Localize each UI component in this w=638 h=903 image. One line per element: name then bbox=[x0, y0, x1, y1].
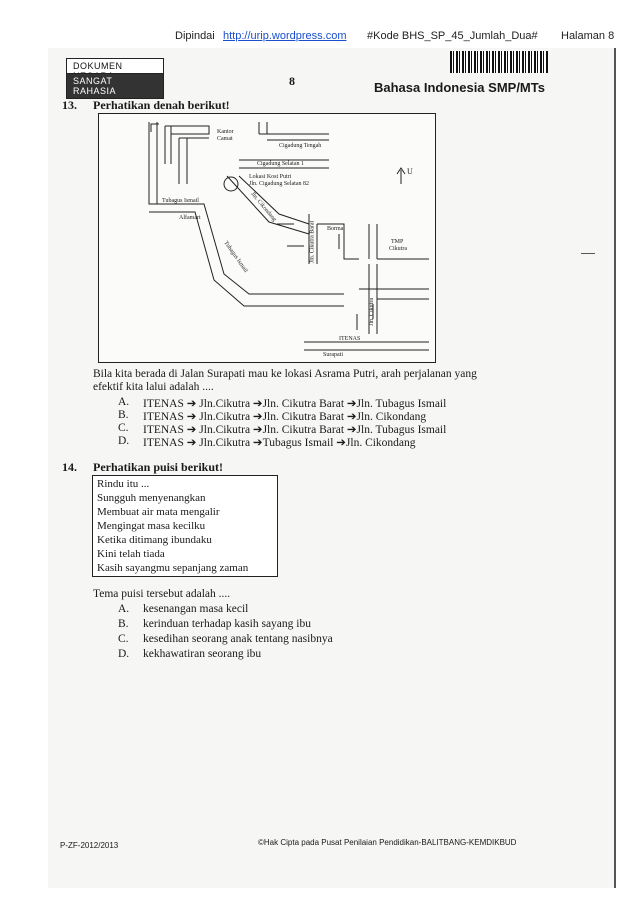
label-tmp: TMP bbox=[391, 239, 404, 245]
poem-line: Mengingat masa kecilku bbox=[97, 520, 206, 532]
location-marker bbox=[223, 176, 239, 192]
subject-title: Bahasa Indonesia SMP/MTs bbox=[374, 80, 545, 95]
footer-code: P-ZF-2012/2013 bbox=[60, 841, 119, 850]
option-key: D. bbox=[118, 435, 130, 447]
poem-line: Kini telah tiada bbox=[97, 548, 165, 560]
option-text: kekhawatiran seorang ibu bbox=[143, 648, 262, 660]
label-tubagus-ismail: Tubagus Ismail bbox=[162, 198, 199, 204]
map-roads bbox=[148, 122, 429, 351]
option-key: B. bbox=[118, 409, 129, 421]
page-number: 8 bbox=[289, 74, 295, 88]
label-surapati: Surapati bbox=[323, 352, 343, 358]
poem-box: Rindu itu ... Sungguh menyenangkan Membu… bbox=[92, 475, 278, 577]
label-jln-cikutra: Jln. Cikutra bbox=[369, 298, 375, 326]
question-13-line-2: efektif kita lalui adalah .... bbox=[93, 381, 214, 393]
option-text: ITENAS ➔ Jln.Cikutra ➔Tubagus Ismail ➔Jl… bbox=[143, 437, 416, 449]
label-kantor: Kantor bbox=[217, 129, 234, 135]
option-text: ITENAS ➔ Jln.Cikutra ➔Jln. Cikutra Barat… bbox=[143, 411, 427, 423]
label-lokasi-1: Lokasi Kost Putri bbox=[249, 174, 292, 180]
label-alfamart: Alfamart bbox=[179, 215, 201, 221]
page-indicator: Halaman 8 bbox=[561, 30, 615, 42]
label-cigadung-tengah: Cigadung Tengah bbox=[279, 143, 322, 149]
poem-line: Membuat air mata mengalir bbox=[97, 506, 220, 518]
label-itenas: ITENAS bbox=[339, 336, 361, 342]
option-text: kesedihan seorang anak tentang nasibnya bbox=[143, 633, 333, 645]
barcode-image bbox=[450, 51, 548, 73]
question-13-number: 13. bbox=[62, 98, 77, 112]
option-key: C. bbox=[118, 633, 129, 645]
option-key: D. bbox=[118, 648, 130, 660]
option-key: C. bbox=[118, 422, 129, 434]
option-text: ITENAS ➔ Jln.Cikutra ➔Jln. Cikutra Barat… bbox=[143, 398, 447, 410]
poem-line: Ketika ditimang ibundaku bbox=[97, 534, 212, 546]
poem-line: Rindu itu ... bbox=[97, 478, 150, 490]
poem-line: Kasih sayangmu sepanjang zaman bbox=[97, 562, 249, 574]
option-key: A. bbox=[118, 396, 130, 408]
footer-copyright: ©Hak Cipta pada Pusat Penilaian Pendidik… bbox=[258, 838, 517, 847]
doc-code: #Kode BHS_SP_45_Jumlah_Dua# bbox=[367, 30, 538, 42]
label-cigadung-selatan: Cigadung Selatan 1 bbox=[257, 161, 304, 167]
option-key: A. bbox=[118, 603, 130, 615]
label-cikutra-small: Cikutra bbox=[389, 246, 407, 252]
label-lokasi-2: Jln. Cigadung Selatan 82 bbox=[249, 181, 309, 187]
option-key: B. bbox=[118, 618, 129, 630]
question-13-line-1: Bila kita berada di Jalan Surapati mau k… bbox=[93, 368, 477, 380]
label-cikutra-barat: Jln. Cikutra Barat bbox=[309, 220, 316, 264]
poem-line: Sungguh menyenangkan bbox=[97, 492, 206, 504]
label-borma: Borma bbox=[327, 226, 344, 232]
label-camat: Camat bbox=[217, 136, 233, 142]
margin-mark bbox=[581, 253, 595, 254]
scanned-page: DOKUMEN NEGARA SANGAT RAHASIA 8 Bahasa I… bbox=[48, 48, 616, 888]
scan-prefix: Dipindai bbox=[175, 30, 215, 42]
question-14-number: 14. bbox=[62, 460, 77, 474]
north-label: U bbox=[407, 167, 413, 176]
scan-source-link[interactable]: http://urip.wordpress.com bbox=[223, 30, 347, 42]
scan-header: Dipindai http://urip.wordpress.com #Kode… bbox=[0, 30, 638, 46]
option-text: kerinduan terhadap kasih sayang ibu bbox=[143, 618, 311, 630]
question-14-text: Tema puisi tersebut adalah .... bbox=[93, 588, 231, 600]
map-diagram: Kantor Camat Cigadung Tengah Cigadung Se… bbox=[98, 113, 436, 363]
source-link[interactable]: http://urip.wordpress.com bbox=[223, 30, 347, 42]
question-13-title: Perhatikan denah berikut! bbox=[93, 98, 230, 112]
badge-sangat-rahasia: SANGAT RAHASIA bbox=[66, 73, 164, 99]
option-text: kesenangan masa kecil bbox=[143, 603, 249, 615]
question-14-title: Perhatikan puisi berikut! bbox=[93, 460, 224, 474]
option-text: ITENAS ➔ Jln.Cikutra ➔Jln. Cikutra Barat… bbox=[143, 424, 447, 436]
